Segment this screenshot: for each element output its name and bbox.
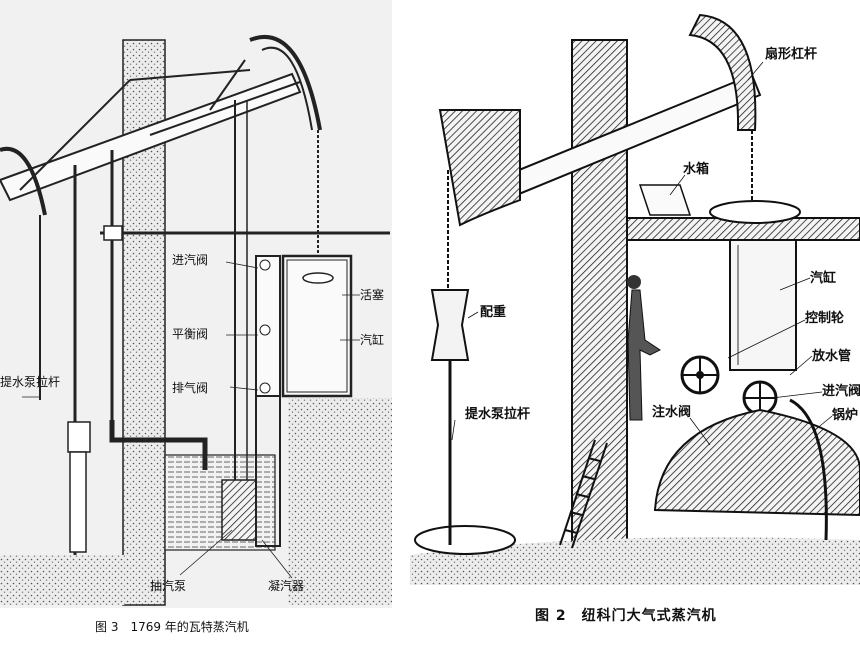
label-newcomen-cylinder: 汽缸 — [810, 270, 836, 286]
label-watt-balance-valve: 平衡阀 — [172, 327, 208, 341]
label-watt-air-pump: 抽汽泵 — [150, 578, 186, 593]
label-watt-cylinder: 汽缸 — [360, 332, 384, 347]
label-newcomen-control-wheel: 控制轮 — [805, 310, 844, 326]
caption-watt-engine: 图 3 1769 年的瓦特蒸汽机 — [95, 620, 249, 634]
label-watt-piston: 活塞 — [360, 287, 384, 302]
label-watt-intake-valve: 进汽阀 — [172, 252, 208, 267]
label-newcomen-sector-lever: 扇形杠杆 — [765, 46, 817, 62]
label-newcomen-counterweight: 配重 — [480, 304, 506, 320]
newcomen-engine-drawing — [410, 13, 860, 585]
label-watt-exhaust-valve: 排气阀 — [172, 380, 208, 395]
label-watt-condenser: 凝汽器 — [268, 578, 304, 593]
label-newcomen-pump-rod: 提水泵拉杆 — [465, 406, 530, 422]
label-newcomen-water-tank: 水箱 — [683, 161, 709, 177]
caption-newcomen-engine: 图 2 纽科门大气式蒸汽机 — [535, 608, 717, 624]
label-watt-pump-rod: 提水泵拉杆 — [0, 374, 60, 389]
label-newcomen-drain-pipe: 放水管 — [811, 348, 851, 364]
watt-engine-drawing — [0, 0, 392, 608]
label-newcomen-injection-valve: 注水阀 — [652, 404, 691, 420]
label-newcomen-boiler: 锅炉 — [832, 407, 858, 423]
label-newcomen-intake-valve: 进汽阀 — [822, 383, 860, 399]
